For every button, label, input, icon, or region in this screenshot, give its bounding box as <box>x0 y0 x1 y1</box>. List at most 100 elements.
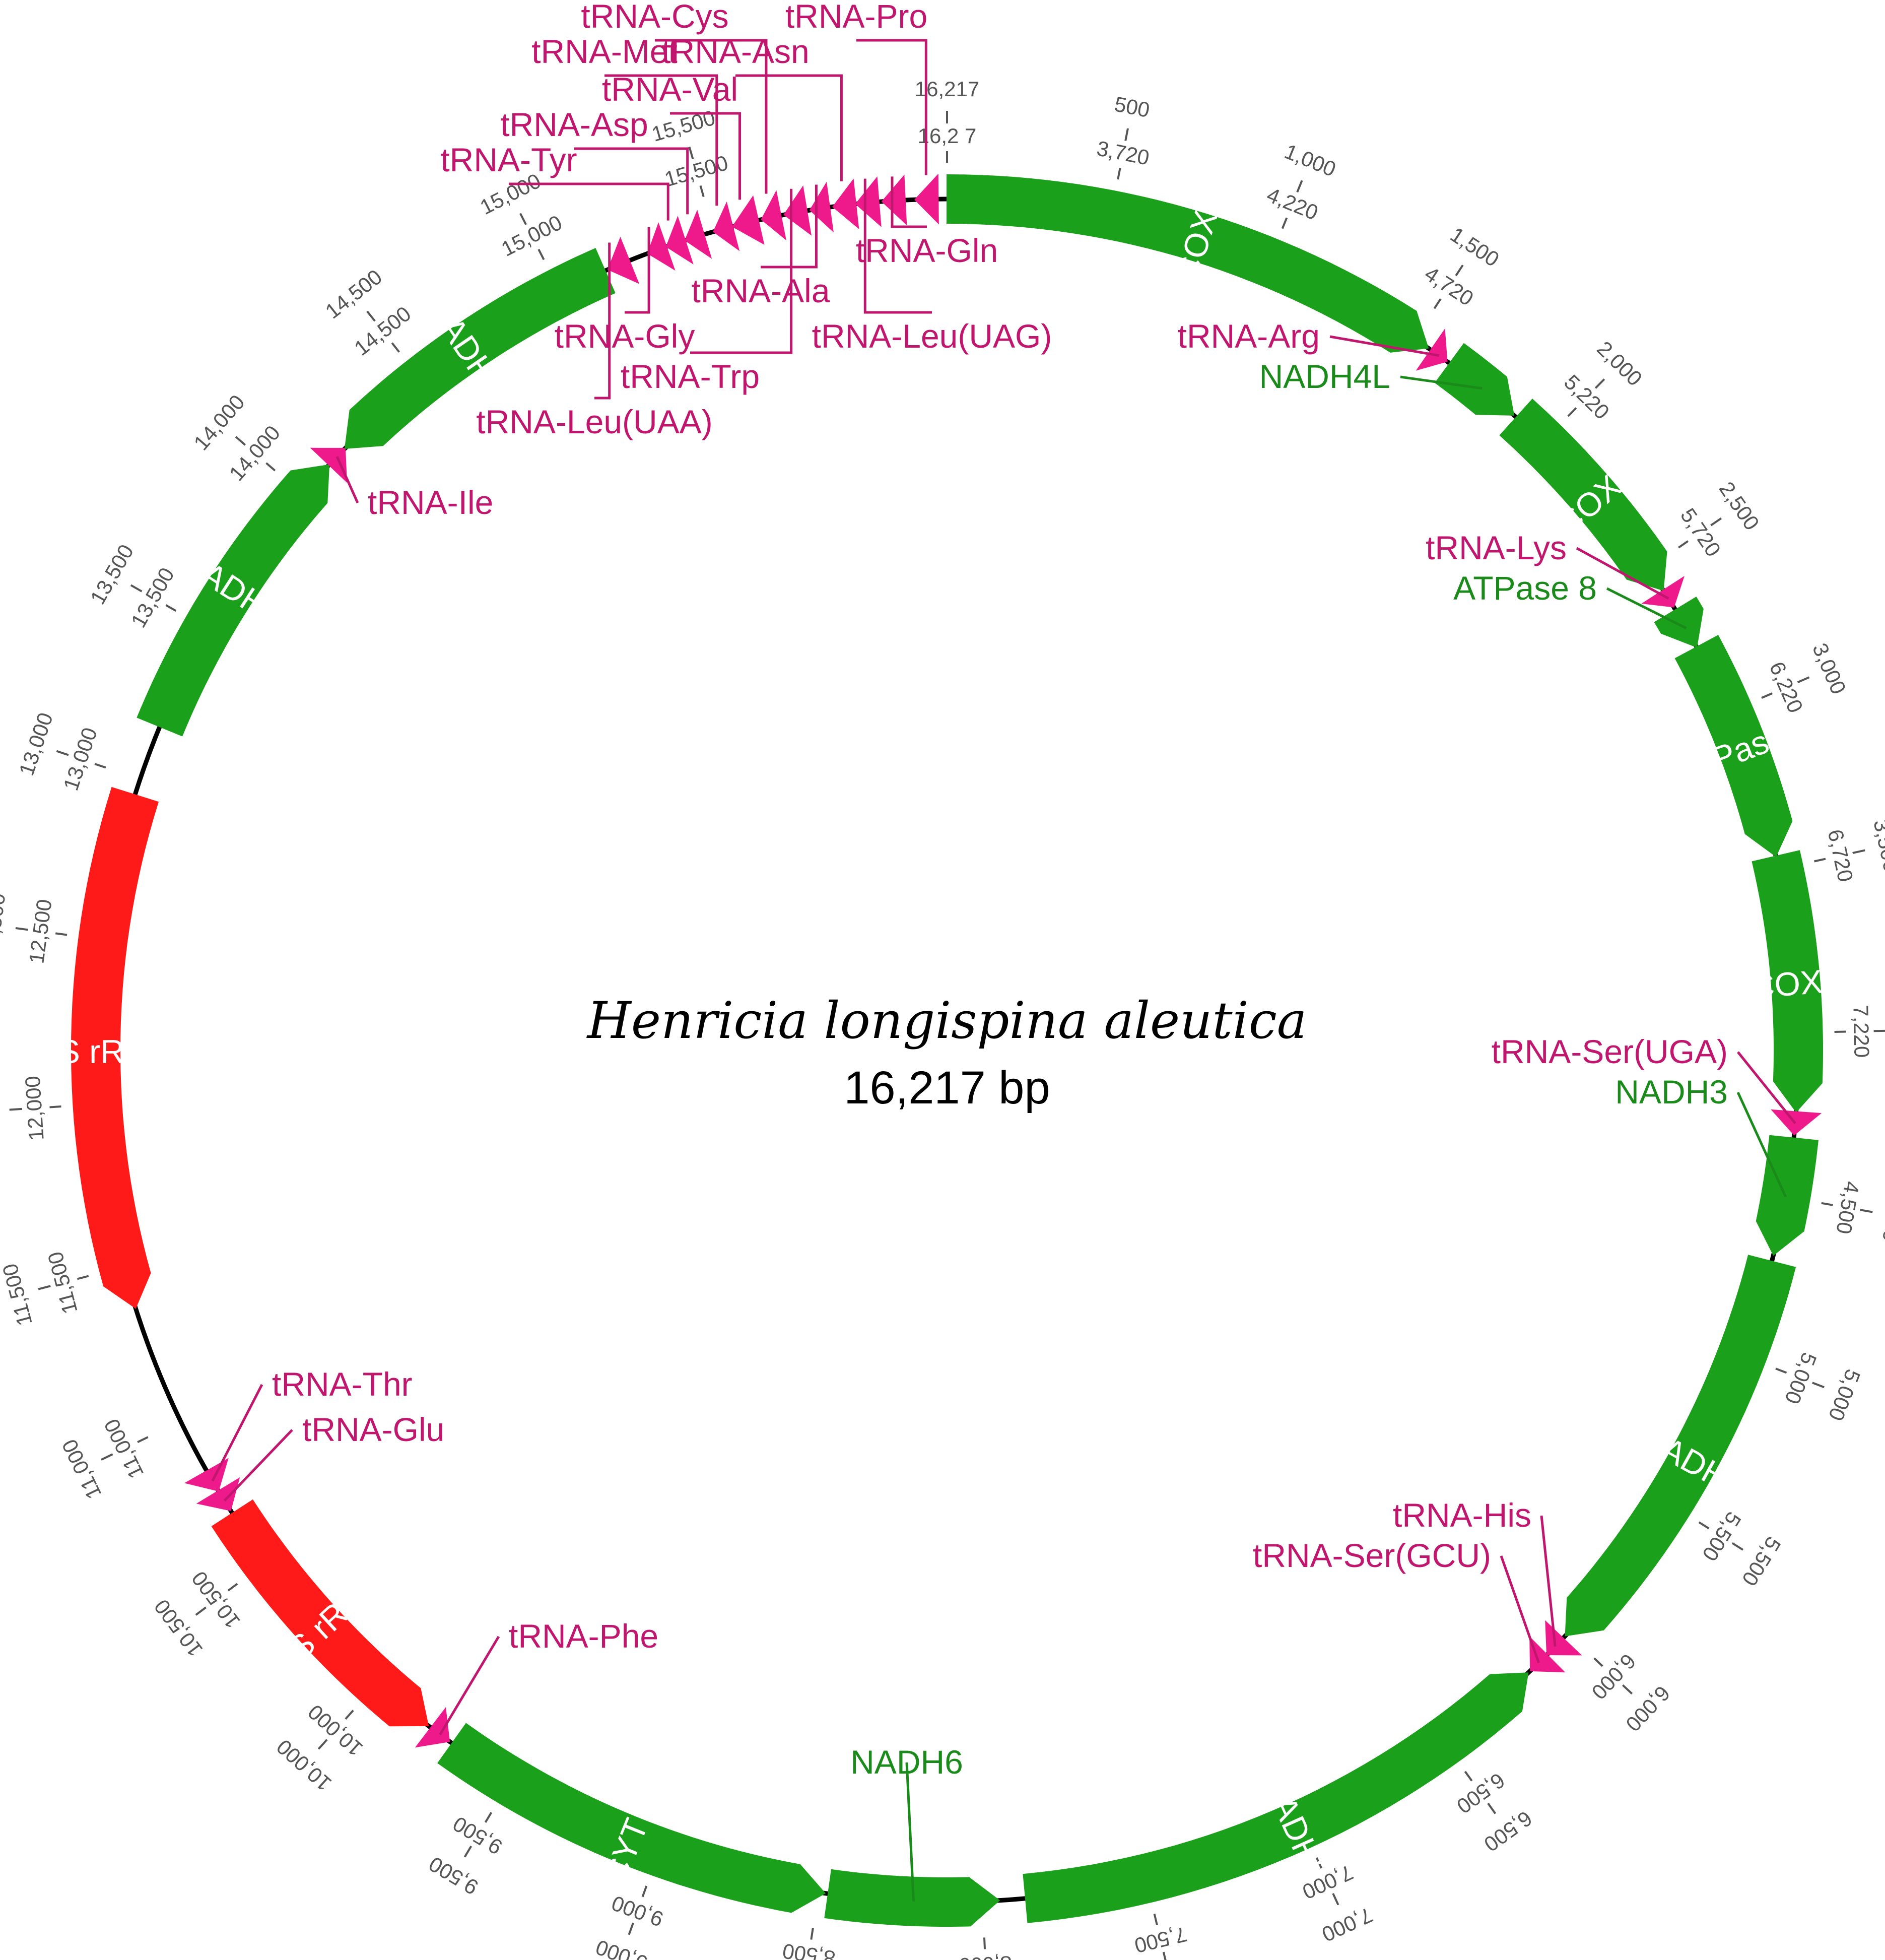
inner-tick-label: 12,000 <box>21 1075 48 1141</box>
leader-line-trna-tyr <box>509 182 669 221</box>
inner-tick-mark <box>94 763 106 769</box>
gene-label-cox3: COX3 <box>1749 961 1842 1005</box>
gene-label-nadh3: NADH3 <box>1615 1073 1728 1110</box>
outer-tick-label: 3,000 <box>1808 639 1851 697</box>
inner-tick-mark <box>1821 1202 1833 1206</box>
leader-line-nadh6 <box>905 1762 915 1902</box>
outer-tick-mark <box>235 436 246 446</box>
genome-length-label: 16,217 bp <box>844 1062 1050 1114</box>
leader-line-trna-lys <box>1576 547 1669 600</box>
gene-label-atpase-8: ATPase 8 <box>1453 569 1597 607</box>
outer-tick-mark <box>1487 1802 1497 1814</box>
leader-line-trna-gly <box>625 227 650 314</box>
leader-line-trna-leu-uaa <box>594 242 611 400</box>
inner-tick-mark <box>810 1928 814 1940</box>
outer-tick-mark <box>38 1285 51 1290</box>
leader-line-nadh4l <box>1400 375 1483 390</box>
inner-tick-mark <box>55 932 68 936</box>
inner-tick-label: 5,000 <box>1780 1349 1822 1407</box>
inner-tick-mark <box>537 248 545 260</box>
inner-tick-label: 10,000 <box>303 1700 367 1761</box>
outer-tick-label: 1,500 <box>1446 222 1504 271</box>
gene-label-trna-ala: tRNA-Ala <box>691 272 830 309</box>
gene-label-trna-asp: tRNA-Asp <box>500 106 648 143</box>
gene-label-trna-arg: tRNA-Arg <box>1178 317 1320 355</box>
outer-tick-mark <box>101 1453 113 1461</box>
outer-tick-mark <box>1812 1382 1825 1389</box>
gene-arrow-trna-phe <box>415 1707 450 1748</box>
gene-arrow-nadh5 <box>1023 1672 1529 1923</box>
gene-label-16s-rrna: 16S rRNA <box>21 1033 170 1071</box>
gene-label-trna-cys: tRNA-Cys <box>581 0 728 35</box>
inner-tick-mark <box>1117 168 1121 180</box>
gene-arrow-cytb <box>437 1723 826 1913</box>
gene-arrow-trna-leu-uag <box>855 176 882 227</box>
gene-label-nadh6: NADH6 <box>850 1743 963 1781</box>
inner-tick-mark <box>1433 298 1442 309</box>
outer-tick-label: 4,500 <box>1878 1188 1885 1244</box>
inner-tick-mark <box>1698 1521 1710 1530</box>
gene-arrow-12s-rrna <box>211 1499 429 1727</box>
outer-tick-mark <box>1296 180 1303 193</box>
outer-tick-label: 3,500 <box>1869 817 1885 874</box>
inner-tick-label: 11,000 <box>99 1415 148 1482</box>
outer-tick-mark <box>130 584 143 593</box>
inner-tick-label: 4,500 <box>1832 1180 1864 1236</box>
inner-tick-mark <box>77 1275 89 1280</box>
inner-tick-label: 12,500 <box>24 898 56 965</box>
inner-tick-label: 7,220 <box>1849 1005 1873 1058</box>
inner-tick-label: 6,720 <box>1824 827 1858 884</box>
leader-line-trna-asn <box>735 74 843 181</box>
outer-tick-mark <box>1852 849 1865 854</box>
outer-tick-label: 1,000 <box>1282 139 1339 181</box>
gene-arrow-trna-cys <box>761 190 787 241</box>
gene-label-trna-glu: tRNA-Glu <box>302 1411 444 1448</box>
outer-tick-label: 500 <box>1112 92 1152 122</box>
gene-label-trna-his: tRNA-His <box>1393 1496 1531 1534</box>
inner-tick-mark <box>1593 1657 1603 1667</box>
gene-arrow-trna-leu-uaa <box>607 236 640 284</box>
outer-tick-mark <box>317 1739 328 1750</box>
gene-arrow-atpase-6 <box>1674 635 1793 857</box>
leader-line-nadh3 <box>1736 1091 1787 1198</box>
gene-label-trna-val: tRNA-Val <box>602 71 738 108</box>
inner-tick-label: 8,000 <box>959 1951 1013 1960</box>
outer-tick-mark <box>1860 1209 1873 1213</box>
gene-arrow-trna-asn <box>832 178 859 229</box>
inner-tick-mark <box>265 462 276 472</box>
gene-arrow-trna-val <box>731 195 765 245</box>
outer-tick-mark <box>1710 517 1722 527</box>
gene-label-trna-phe: tRNA-Phe <box>509 1617 658 1655</box>
leader-line-trna-arg <box>1329 335 1439 357</box>
inner-tick-mark <box>699 185 705 198</box>
leader-line-trna-cys <box>655 39 768 194</box>
gene-label-trna-asn: tRNA-Asn <box>661 33 809 70</box>
inner-tick-mark <box>345 1710 354 1720</box>
leader-line-trna-val <box>670 112 741 200</box>
gene-label-trna-ser-gcu: tRNA-Ser(GCU) <box>1253 1537 1491 1574</box>
inner-tick-label: 15,500 <box>662 151 730 191</box>
leader-line-trna-trp <box>690 188 793 354</box>
gene-label-trna-leu-uaa: tRNA-Leu(UAA) <box>476 403 712 440</box>
outer-tick-label: 16,217 <box>915 77 979 101</box>
inner-tick-label: 9,000 <box>609 1891 666 1931</box>
inner-tick-label: 3,720 <box>1095 136 1151 169</box>
gene-arrow-trna-asp <box>684 210 712 259</box>
outer-tick-label: 5,000 <box>1824 1366 1865 1424</box>
outer-tick-label: 6,000 <box>1621 1681 1674 1736</box>
leader-line-trna-pro <box>856 39 927 175</box>
inner-tick-mark <box>49 1105 61 1108</box>
inner-tick-mark <box>1677 540 1689 549</box>
gene-arrow-trna-arg <box>1416 329 1448 371</box>
inner-tick-mark <box>1775 1367 1787 1374</box>
outer-tick-mark <box>1455 265 1464 277</box>
species-name: Henricia longispina aleutica <box>586 991 1307 1050</box>
gene-label-trna-gln: tRNA-Gln <box>856 232 998 269</box>
gene-arrow-trna-trp <box>783 185 812 236</box>
inner-tick-mark <box>391 342 400 353</box>
outer-tick-label: 15,500 <box>649 106 717 146</box>
outer-tick-mark <box>1622 1684 1633 1694</box>
gene-label-trna-tyr: tRNA-Tyr <box>440 141 577 178</box>
gene-label-trna-trp: tRNA-Trp <box>621 358 760 395</box>
